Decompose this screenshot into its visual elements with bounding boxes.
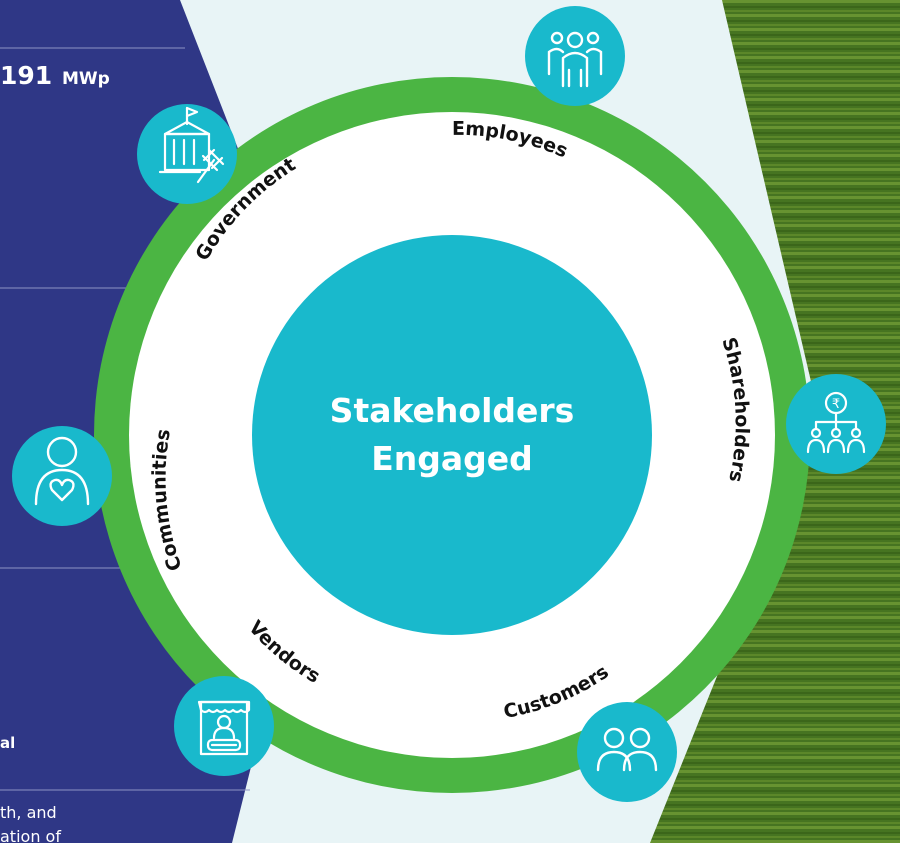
svg-text:₹: ₹ bbox=[832, 397, 840, 412]
field-photo bbox=[650, 0, 900, 843]
capacity-value: 191 bbox=[0, 61, 52, 90]
employees-icon bbox=[525, 6, 625, 106]
communities-icon bbox=[12, 426, 112, 526]
vendors-icon bbox=[174, 676, 274, 776]
shareholders-icon: ₹ bbox=[786, 374, 886, 474]
center-circle bbox=[252, 235, 652, 635]
center-title-line2: Engaged bbox=[371, 439, 533, 478]
government-icon bbox=[137, 104, 237, 204]
field-shade bbox=[650, 0, 900, 843]
center-title-line1: Stakeholders bbox=[330, 391, 575, 430]
capacity-unit: MWp bbox=[62, 69, 110, 89]
panel-fragment-line1: th, and bbox=[0, 803, 57, 822]
customers-icon bbox=[577, 702, 677, 802]
panel-fragment-line2: ation of bbox=[0, 827, 61, 843]
panel-fragment-bold: al bbox=[0, 734, 15, 752]
